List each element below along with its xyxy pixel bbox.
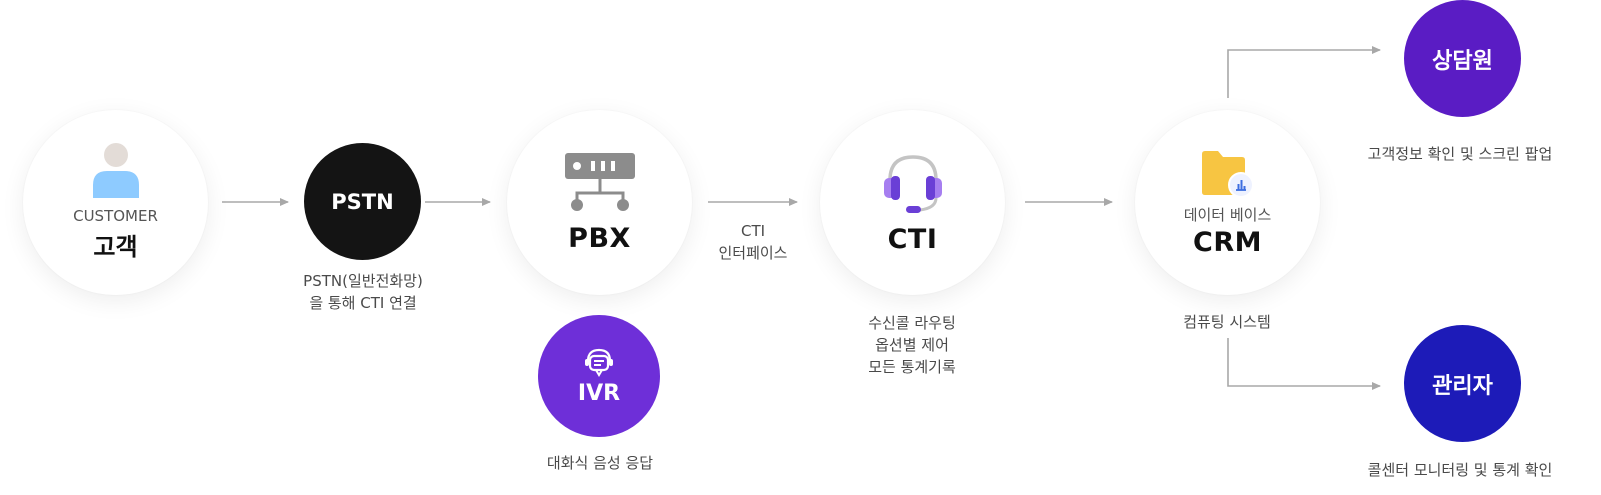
ivr-node: IVR (538, 315, 660, 437)
cti-caption-line3: 모든 통계기록 (868, 358, 956, 376)
customer-label-en: CUSTOMER (73, 207, 158, 225)
cti-interface-line2: 인터페이스 (718, 244, 788, 262)
chatbot-icon (585, 348, 613, 377)
cti-caption-line1: 수신콜 라우팅 (868, 314, 956, 332)
pstn-label: PSTN (331, 189, 394, 214)
crm-label: CRM (1193, 226, 1262, 258)
pstn-caption-line2: 을 통해 CTI 연결 (309, 294, 417, 312)
cti-node: CTI (820, 110, 1005, 295)
crm-node: 데이터 베이스 CRM (1135, 110, 1320, 295)
arrow-crm-admin (1227, 338, 1381, 390)
ivr-label: IVR (577, 380, 621, 406)
headset-icon (883, 155, 942, 213)
admin-caption: 콜센터 모니터링 및 통계 확인 (1367, 461, 1553, 479)
pstn-node: PSTN (304, 143, 421, 260)
cti-caption-line2: 옵션별 제어 (875, 336, 949, 354)
customer-label-ko: 고객 (93, 233, 138, 261)
agent-label: 상담원 (1432, 48, 1493, 74)
folder-chart-icon (1201, 150, 1254, 198)
arrow-crm-agent (1227, 46, 1381, 98)
cti-label: CTI (887, 224, 938, 255)
cti-interface-line1: CTI (740, 222, 766, 240)
person-icon (92, 143, 139, 198)
cti-interface-label: CTI 인터페이스 (693, 220, 813, 264)
agent-node: 상담원 (1404, 0, 1521, 117)
admin-label: 관리자 (1432, 373, 1493, 399)
server-network-icon (564, 153, 635, 211)
ivr-caption: 대화식 음성 응답 (546, 454, 654, 472)
customer-node: CUSTOMER 고객 (23, 110, 208, 295)
pstn-caption: PSTN(일반전화망) 을 통해 CTI 연결 (263, 270, 463, 314)
crm-sub-label: 데이터 베이스 (1183, 205, 1272, 224)
agent-caption: 고객정보 확인 및 스크린 팝업 (1367, 145, 1553, 163)
pbx-node: PBX (507, 110, 692, 295)
pstn-caption-line1: PSTN(일반전화망) (303, 272, 423, 290)
crm-caption: 컴퓨팅 시스템 (1183, 313, 1271, 331)
cti-caption: 수신콜 라우팅 옵션별 제어 모든 통계기록 (812, 312, 1012, 378)
pbx-label: PBX (568, 223, 631, 254)
admin-node: 관리자 (1404, 325, 1521, 442)
